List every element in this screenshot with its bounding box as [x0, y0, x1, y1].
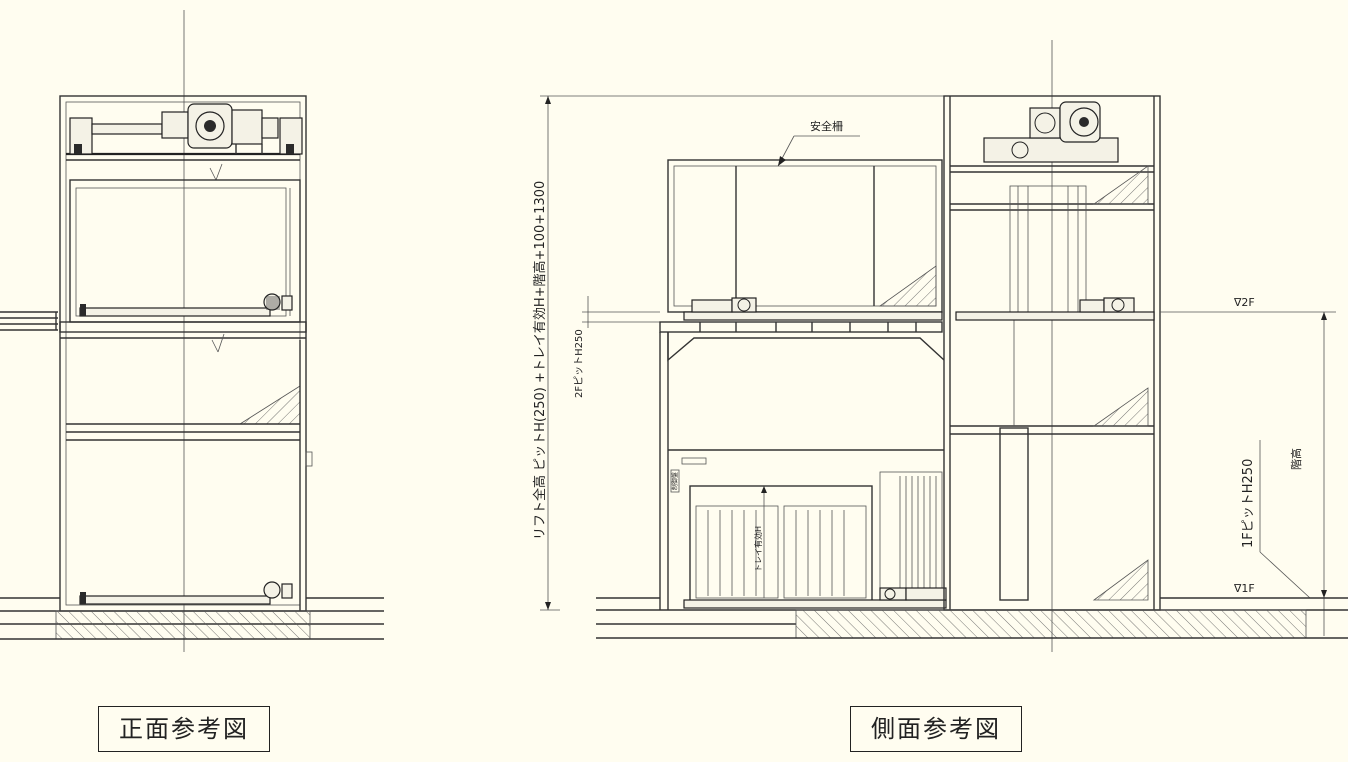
front-2f-conveyor — [79, 293, 293, 317]
safety-fence: 安全柵 — [667, 119, 943, 313]
side-view-title: 側面参考図 — [850, 706, 1022, 752]
level-marks: ∇2F ∇1F 階高 1FピットH250 — [1160, 296, 1336, 636]
level-2f-label: ∇2F — [1233, 296, 1255, 309]
level-1f-label: ∇1F — [1233, 582, 1255, 595]
side-floor — [596, 597, 1348, 639]
front-1f-conveyor — [79, 581, 293, 605]
tray-effective-label: トレイ有効H — [753, 526, 763, 572]
total-height-label: リフト全高 ピットH(250) +トレイ有効H+階高+100+1300 — [532, 181, 548, 540]
side-2f-conveyor-left — [659, 297, 945, 610]
pit-1f-label: 1FピットH250 — [1241, 459, 1256, 548]
side-hoistway — [943, 95, 1161, 611]
pit-2f-label: 2FピットH250 — [573, 329, 585, 398]
pit-2f-dimension: 2FピットH250 — [573, 296, 660, 398]
safety-fence-label: 安全柵 — [810, 119, 843, 133]
front-view-title: 正面参考図 — [98, 706, 270, 752]
control-panel-tag: 制御盤 — [671, 472, 679, 490]
front-drive-machine — [69, 103, 303, 155]
side-1f-room: 制御盤 トレイ有効H — [668, 449, 947, 609]
floor-height-label: 階高 — [1289, 448, 1303, 470]
side-view: リフト全高 ピットH(250) +トレイ有効H+階高+100+1300 2Fピッ… — [532, 40, 1348, 652]
front-view — [0, 10, 384, 652]
total-height-dimension: リフト全高 ピットH(250) +トレイ有効H+階高+100+1300 — [532, 95, 944, 611]
front-outer-frame — [59, 95, 307, 612]
